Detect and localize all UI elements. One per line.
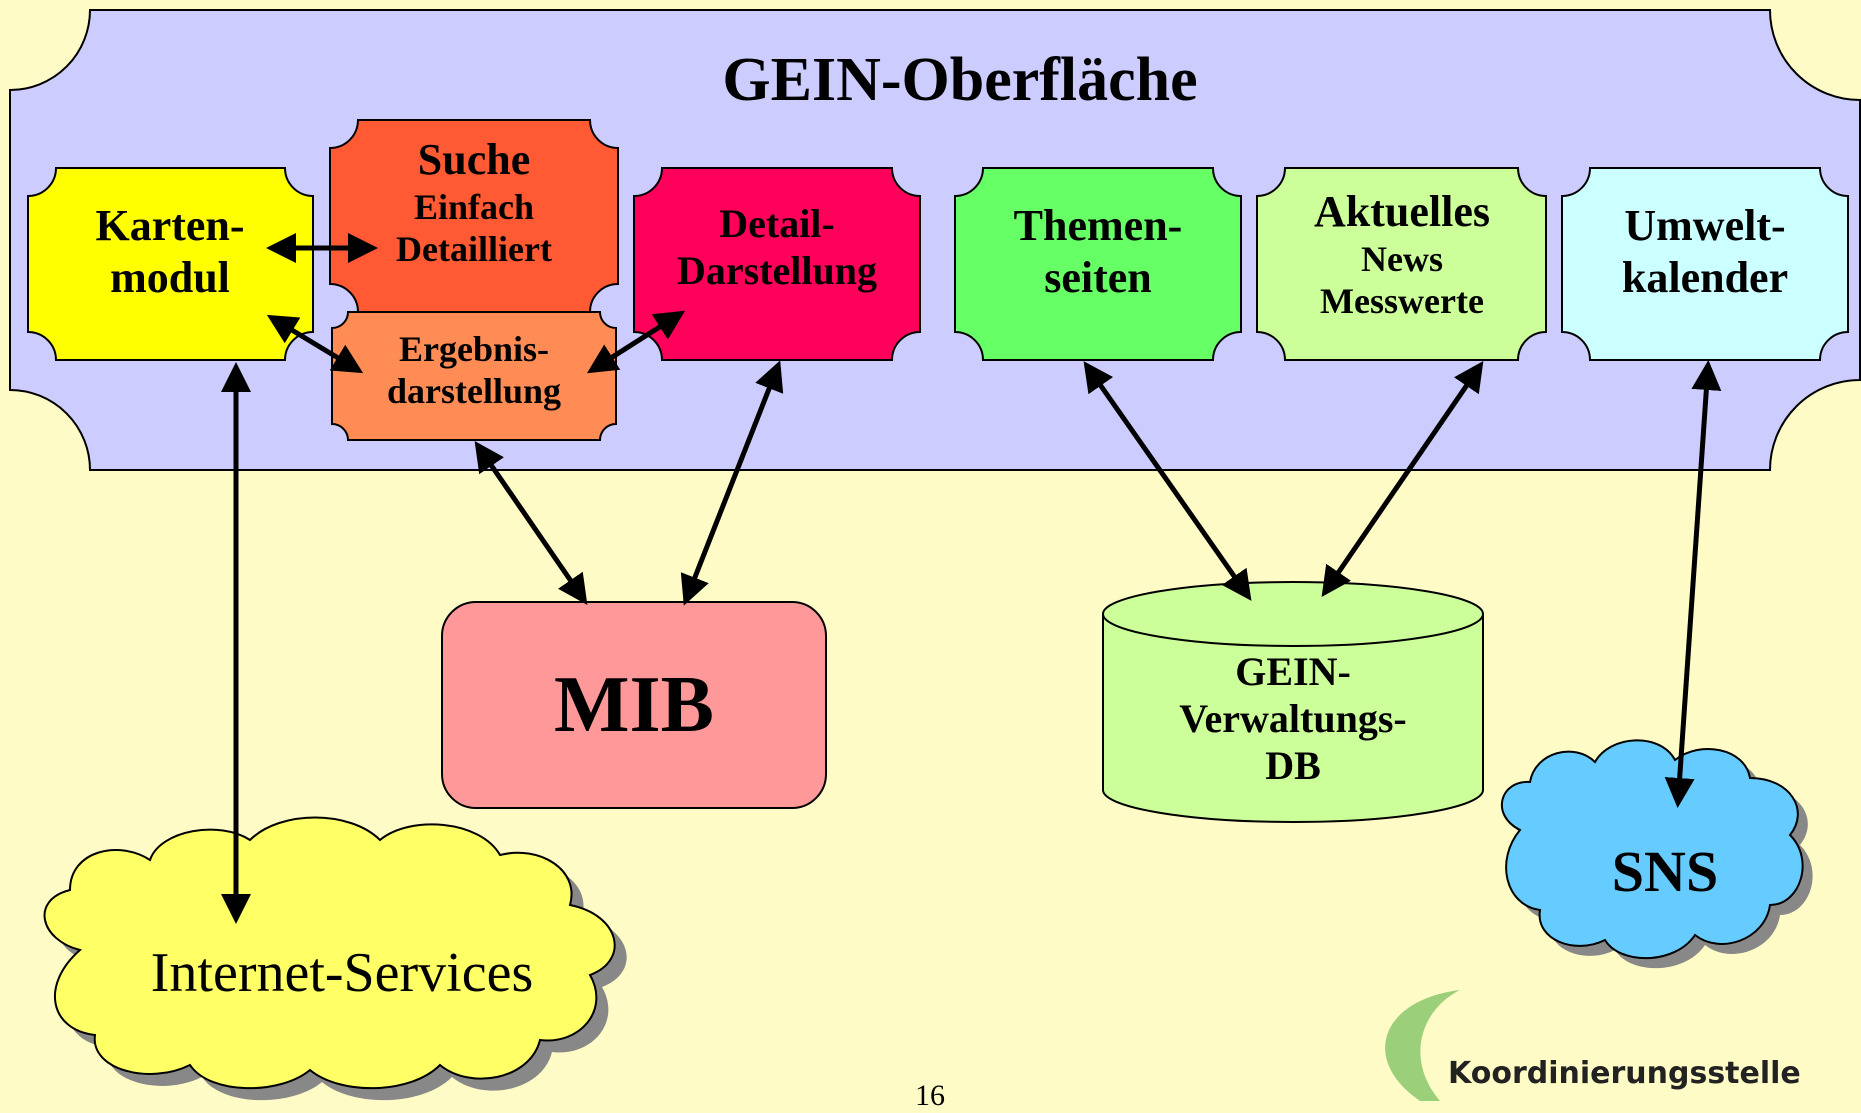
ergebnis-line-2: darstellung [386, 371, 562, 412]
internet-services-label[interactable]: Internet-Services [150, 942, 534, 1004]
themen-line-2: seiten [1044, 252, 1152, 302]
page-number: 16 [915, 1079, 945, 1112]
connectors [221, 233, 1722, 924]
suche-sub-2: Detailliert [396, 229, 552, 270]
aktuelles-box[interactable] [1256, 167, 1547, 361]
themen-label[interactable]: Themen- seiten [1014, 200, 1183, 304]
arrow-themen-db [1083, 361, 1252, 601]
themen-line-1: Themen- [1013, 201, 1183, 250]
detail-line-2: Darstellung [677, 248, 877, 294]
mib-label[interactable]: MIB [554, 661, 714, 749]
umwelt-label[interactable]: Umwelt- kalender [1622, 200, 1788, 304]
umweltkalender-box[interactable] [1561, 167, 1849, 361]
suche-label[interactable]: Suche Einfach Detailliert [396, 134, 552, 271]
umwelt-line-2: kalender [1621, 252, 1789, 302]
ergebnis-line-1: Ergebnis- [398, 329, 549, 369]
kartenmodul-label[interactable]: Karten- modul [95, 200, 244, 304]
detail-label[interactable]: Detail- Darstellung [677, 200, 877, 294]
db-line-3: DB [1265, 743, 1321, 789]
koordinierungsstelle-logo [1385, 990, 1460, 1101]
arrow-aktuelles-db [1321, 361, 1484, 597]
aktuelles-sub-1: News [1361, 238, 1443, 279]
arrow-umwelt-sns [1664, 360, 1722, 808]
internet-services-cloud[interactable] [43, 816, 627, 1101]
aktuelles-label[interactable]: Aktuelles News Messwerte [1314, 186, 1490, 323]
mib-box[interactable] [441, 601, 827, 809]
db-line-2: Verwaltungs- [1179, 696, 1407, 742]
umwelt-line-1: Umwelt- [1624, 201, 1786, 250]
kartenmodul-line-2: modul [110, 252, 230, 302]
arrow-detail-mib [680, 360, 784, 606]
aktuelles-title: Aktuelles [1314, 187, 1490, 236]
arrow-karten-ergebnis [266, 314, 364, 374]
ergebnis-label[interactable]: Ergebnis- darstellung [387, 328, 561, 413]
suche-sub-1: Einfach [413, 186, 535, 227]
detaildarstellung-box[interactable] [633, 167, 921, 361]
frame-title: GEIN-Oberfläche [722, 46, 1198, 114]
detail-line-1: Detail- [719, 201, 835, 246]
aktuelles-sub-2: Messwerte [1320, 281, 1484, 322]
themenseiten-box[interactable] [954, 167, 1242, 361]
sns-label[interactable]: SNS [1611, 839, 1719, 904]
sns-cloud[interactable] [1501, 739, 1813, 969]
db-line-1: GEIN- [1235, 649, 1351, 694]
kartenmodul-line-1: Karten- [95, 201, 245, 250]
logo-text: Koordinierungsstelle [1448, 1056, 1801, 1091]
suche-title: Suche [417, 135, 531, 184]
db-label[interactable]: GEIN- Verwaltungs- DB [1179, 648, 1406, 790]
arrow-ergebnis-detail [586, 310, 686, 374]
arrow-ergebnis-mib [474, 441, 588, 605]
